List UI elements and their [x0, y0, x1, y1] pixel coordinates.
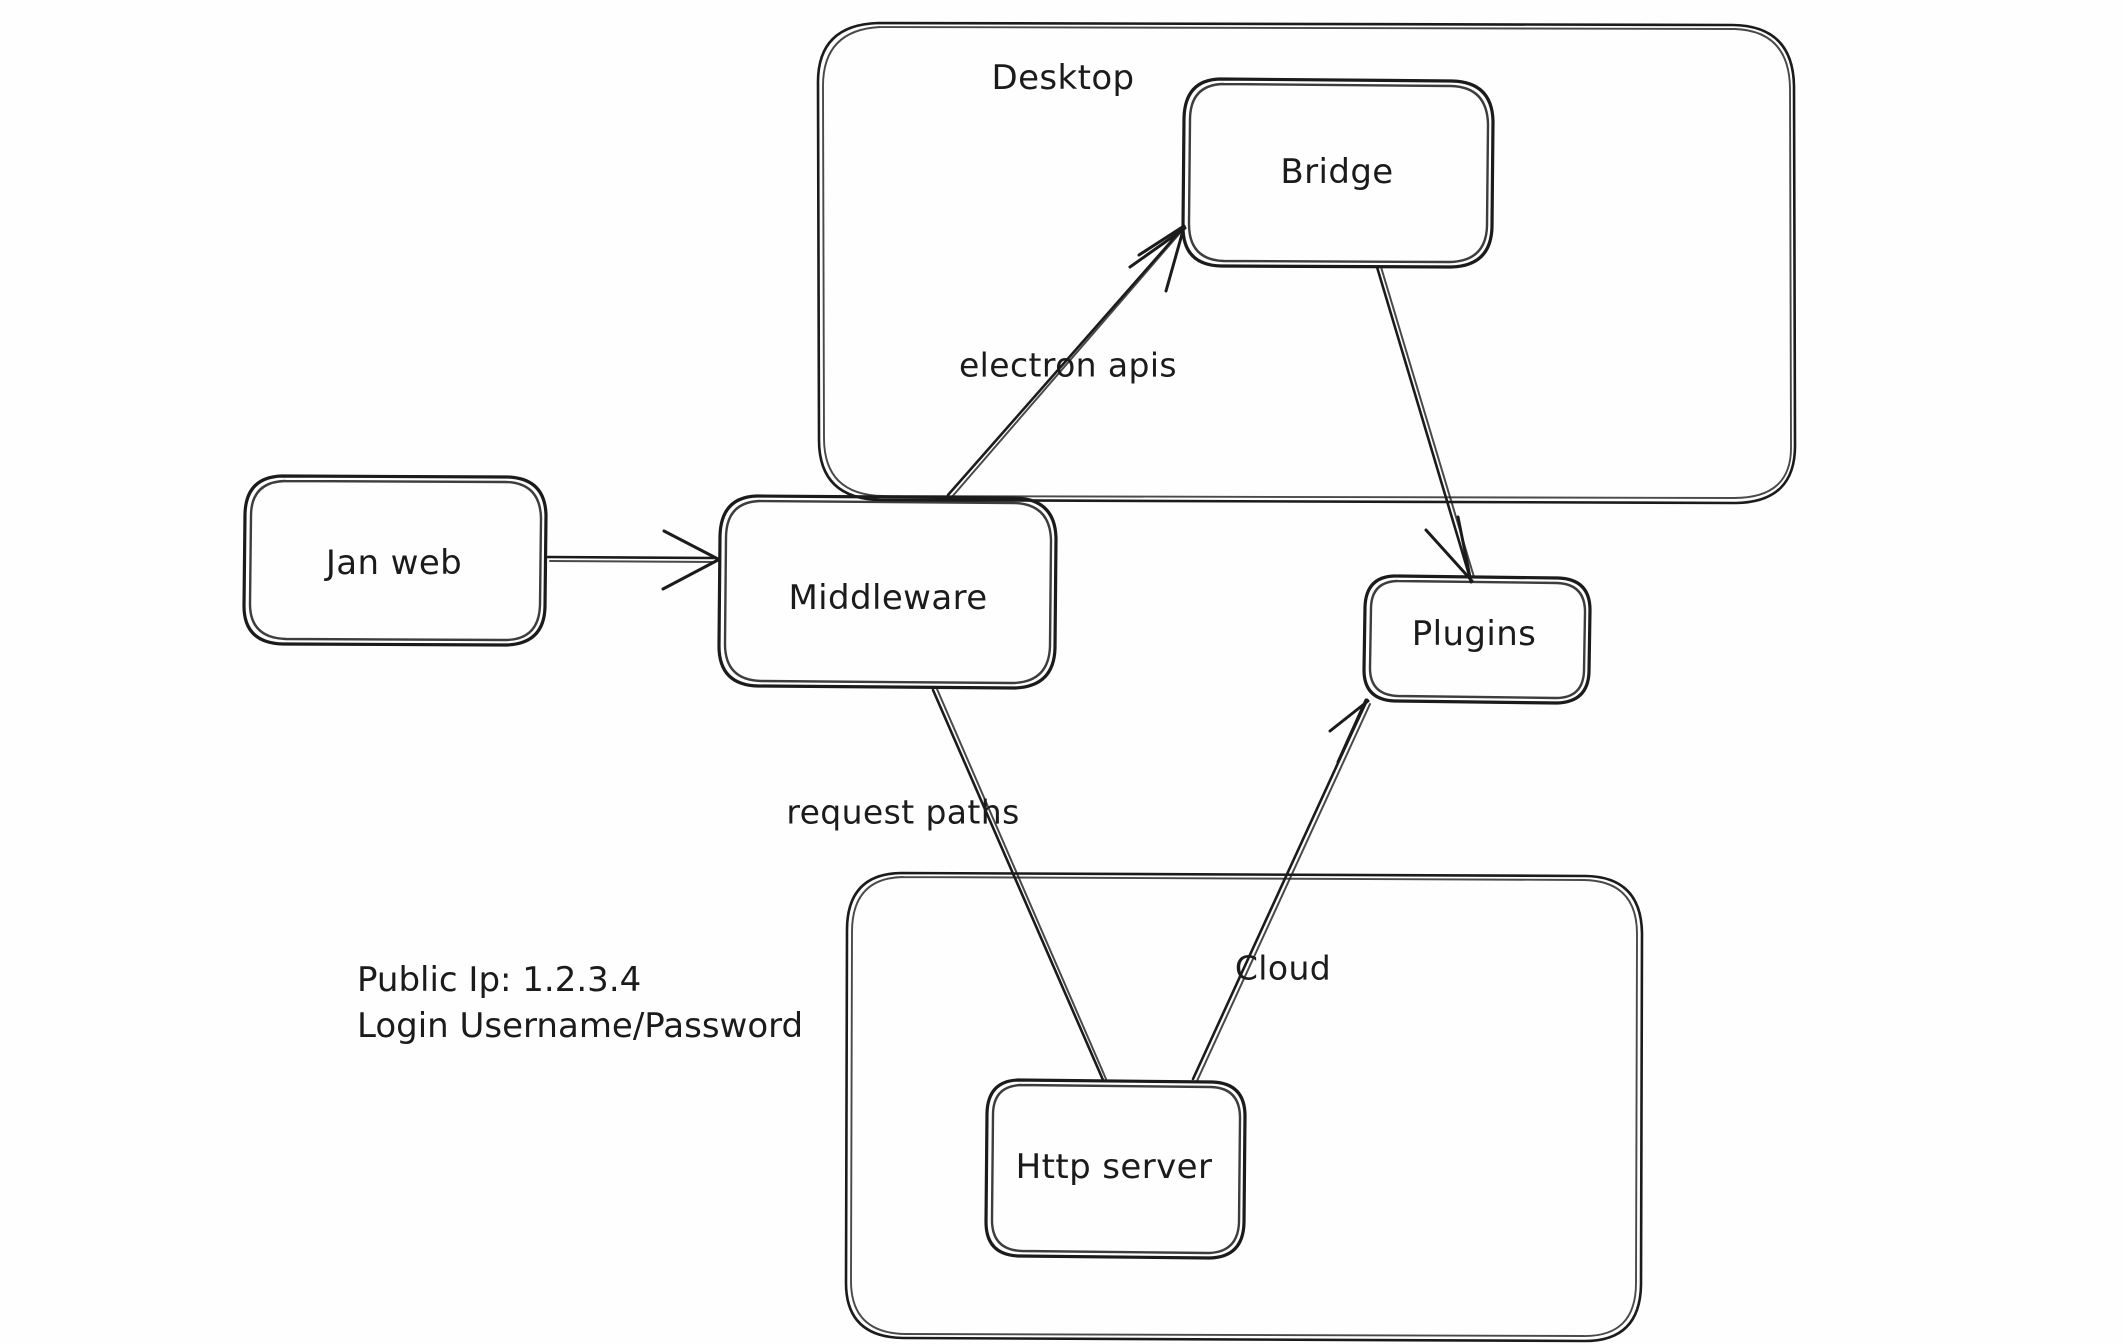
credentials-note-login: Login Username/Password: [357, 1005, 804, 1046]
credentials-note: Public Ip: 1.2.3.4 Login Username/Passwo…: [357, 958, 803, 1050]
node-http-server[interactable]: [984, 1078, 1247, 1260]
credentials-note-public-ip: Public Ip: 1.2.3.4: [357, 960, 642, 1000]
node-middleware[interactable]: [717, 494, 1058, 690]
edge-middleware-to-bridge: [946, 224, 1187, 499]
node-plugins[interactable]: [1362, 574, 1592, 705]
node-bridge[interactable]: [1181, 77, 1495, 269]
edge-bridge-to-plugins: [1375, 265, 1475, 584]
edge-janweb-to-middleware: [546, 529, 720, 591]
container-desktop: [816, 21, 1797, 505]
edge-middleware-to-httpserver: [931, 688, 1107, 1082]
node-jan-web[interactable]: [242, 474, 548, 647]
container-cloud-group: [844, 871, 1644, 1343]
edge-httpserver-to-plugins: [1191, 698, 1371, 1082]
